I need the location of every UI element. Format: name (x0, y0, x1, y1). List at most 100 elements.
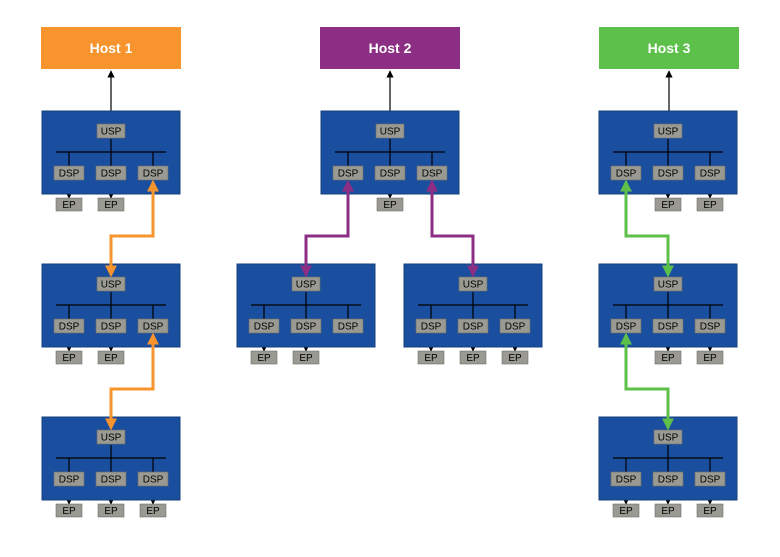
ep-h3-c-1-box (612, 503, 640, 518)
switch-h1-c-usp: USP (96, 429, 126, 445)
switch-h1-b-dsp-1: DSP (53, 318, 85, 334)
ep-h3-c-2: EP (654, 503, 682, 518)
switch-h1-a-usp-label: USP (101, 127, 122, 138)
ep-h3-a-3-box (696, 197, 724, 212)
switch-h2-c-dsp-3-label: DSP (505, 322, 526, 333)
switch-h3-a-dsp-3-label: DSP (700, 169, 721, 180)
switch-h3-a-dsp-2-label: DSP (658, 169, 679, 180)
switch-h1-a-dsp-2: DSP (95, 165, 127, 181)
switch-h2-a-dsp-3-label: DSP (422, 169, 443, 180)
switch-h2-a-dsp-1-label: DSP (338, 169, 359, 180)
host-3-box (599, 27, 739, 69)
ep-h3-b-2-box (654, 350, 682, 365)
ep-h1-c-2: EP (97, 503, 125, 518)
host-1-route-2 (105, 332, 159, 431)
ep-h3-b-3: EP (696, 350, 724, 365)
ep-h3-a-2-label: EP (661, 200, 675, 211)
switch-h1-c-dsp-1-box (53, 471, 85, 487)
ep-h1-c-2-label: EP (104, 506, 118, 517)
host-3-label: Host 3 (648, 40, 691, 56)
switch-h2-c-dsp-1-box (415, 318, 447, 334)
ep-h2-b-1: EP (250, 350, 278, 365)
switch-h3-c (598, 416, 738, 501)
switch-h2-b-dsp-2: DSP (290, 318, 322, 334)
switch-h2-b-dsp-3: DSP (332, 318, 364, 334)
switch-h3-c-dsp-2: DSP (652, 471, 684, 487)
switch-h2-a-dsp-2: DSP (374, 165, 406, 181)
host-2-box (320, 27, 460, 69)
switch-h3-b-usp: USP (653, 276, 683, 292)
ep-h3-a-3-label: EP (703, 200, 717, 211)
switch-h1-b-dsp-1-box (53, 318, 85, 334)
ep-h2-c-3-label: EP (508, 353, 522, 364)
ep-h1-c-3-box (139, 503, 167, 518)
switch-h2-a-dsp-1: DSP (332, 165, 364, 181)
switch-h2-c-dsp-2-label: DSP (463, 322, 484, 333)
ep-h2-c-1-box (417, 350, 445, 365)
switch-h2-b-dsp-3-label: DSP (338, 322, 359, 333)
ep-h1-b-1-label: EP (62, 353, 76, 364)
switch-h3-b-dsp-1-label: DSP (616, 322, 637, 333)
ep-h2-a-2-label: EP (383, 200, 397, 211)
switch-h2-b-usp-label: USP (296, 280, 317, 291)
switch-h2-b-dsp-1-label: DSP (254, 322, 275, 333)
ep-h1-b-1: EP (55, 350, 83, 365)
switch-h2-c-usp: USP (458, 276, 488, 292)
switch-h2-b-dsp-2-box (290, 318, 322, 334)
ep-h2-b-2-label: EP (299, 353, 313, 364)
switch-h3-c-usp: USP (653, 429, 683, 445)
host-3-route-2 (620, 332, 674, 431)
ep-h1-a-1-box (55, 197, 83, 212)
ep-h1-c-3: EP (139, 503, 167, 518)
switch-h2-c-usp-label: USP (463, 280, 484, 291)
switch-h3-b-dsp-2-label: DSP (658, 322, 679, 333)
switch-h2-c-dsp-2: DSP (457, 318, 489, 334)
host-1-box (41, 27, 181, 69)
switch-h3-a-dsp-1-label: DSP (616, 169, 637, 180)
ep-h3-c-3-box (696, 503, 724, 518)
ep-h2-c-1-label: EP (424, 353, 438, 364)
ep-h2-b-1-box (250, 350, 278, 365)
ep-h1-b-2-box (97, 350, 125, 365)
switch-h2-a-dsp-2-box (374, 165, 406, 181)
switch-h2-c (403, 263, 543, 348)
switch-h3-b-dsp-2: DSP (652, 318, 684, 334)
host-1-label: Host 1 (90, 40, 133, 56)
switch-h1-b-usp-label: USP (101, 280, 122, 291)
switch-h3-a (598, 110, 738, 195)
ep-h1-c-2-box (97, 503, 125, 518)
host-3-route-1 (620, 179, 674, 278)
ep-h2-c-1: EP (417, 350, 445, 365)
switch-h2-a-usp-label: USP (380, 127, 401, 138)
switch-h2-c-dsp-1-label: DSP (421, 322, 442, 333)
switch-h1-c-dsp-1: DSP (53, 471, 85, 487)
ep-h2-a-2-box (376, 197, 404, 212)
switch-h3-a-dsp-3: DSP (694, 165, 726, 181)
switch-h3-a-dsp-1: DSP (610, 165, 642, 181)
ep-h3-a-2: EP (654, 197, 682, 212)
switch-h3-a-usp-label: USP (658, 127, 679, 138)
ep-h3-c-2-box (654, 503, 682, 518)
switch-h2-b-usp: USP (291, 276, 321, 292)
host-3: Host 3 (599, 27, 739, 69)
switch-h1-c-dsp-2-label: DSP (101, 475, 122, 486)
ep-h1-b-2: EP (97, 350, 125, 365)
ep-h3-a-3: EP (696, 197, 724, 212)
switch-h1-a-dsp-1-label: DSP (59, 169, 80, 180)
ep-h2-c-2-box (459, 350, 487, 365)
switch-h1-a (41, 110, 181, 195)
ep-h1-a-2: EP (97, 197, 125, 212)
switch-h3-c-dsp-2-box (652, 471, 684, 487)
switch-h2-b-dsp-2-label: DSP (296, 322, 317, 333)
ep-h1-c-1-box (55, 503, 83, 518)
switch-h1-b-dsp-3-label: DSP (143, 322, 164, 333)
ep-h2-c-3-box (501, 350, 529, 365)
switch-h1-c-dsp-2-box (95, 471, 127, 487)
ep-h2-c-2: EP (459, 350, 487, 365)
switch-h2-c-dsp-3: DSP (499, 318, 531, 334)
switch-h3-c-dsp-1-label: DSP (616, 475, 637, 486)
ep-h3-c-2-label: EP (661, 506, 675, 517)
switch-h3-c-dsp-3-box (694, 471, 726, 487)
switch-h2-a-dsp-3: DSP (416, 165, 448, 181)
host-2-route-2 (426, 179, 479, 278)
